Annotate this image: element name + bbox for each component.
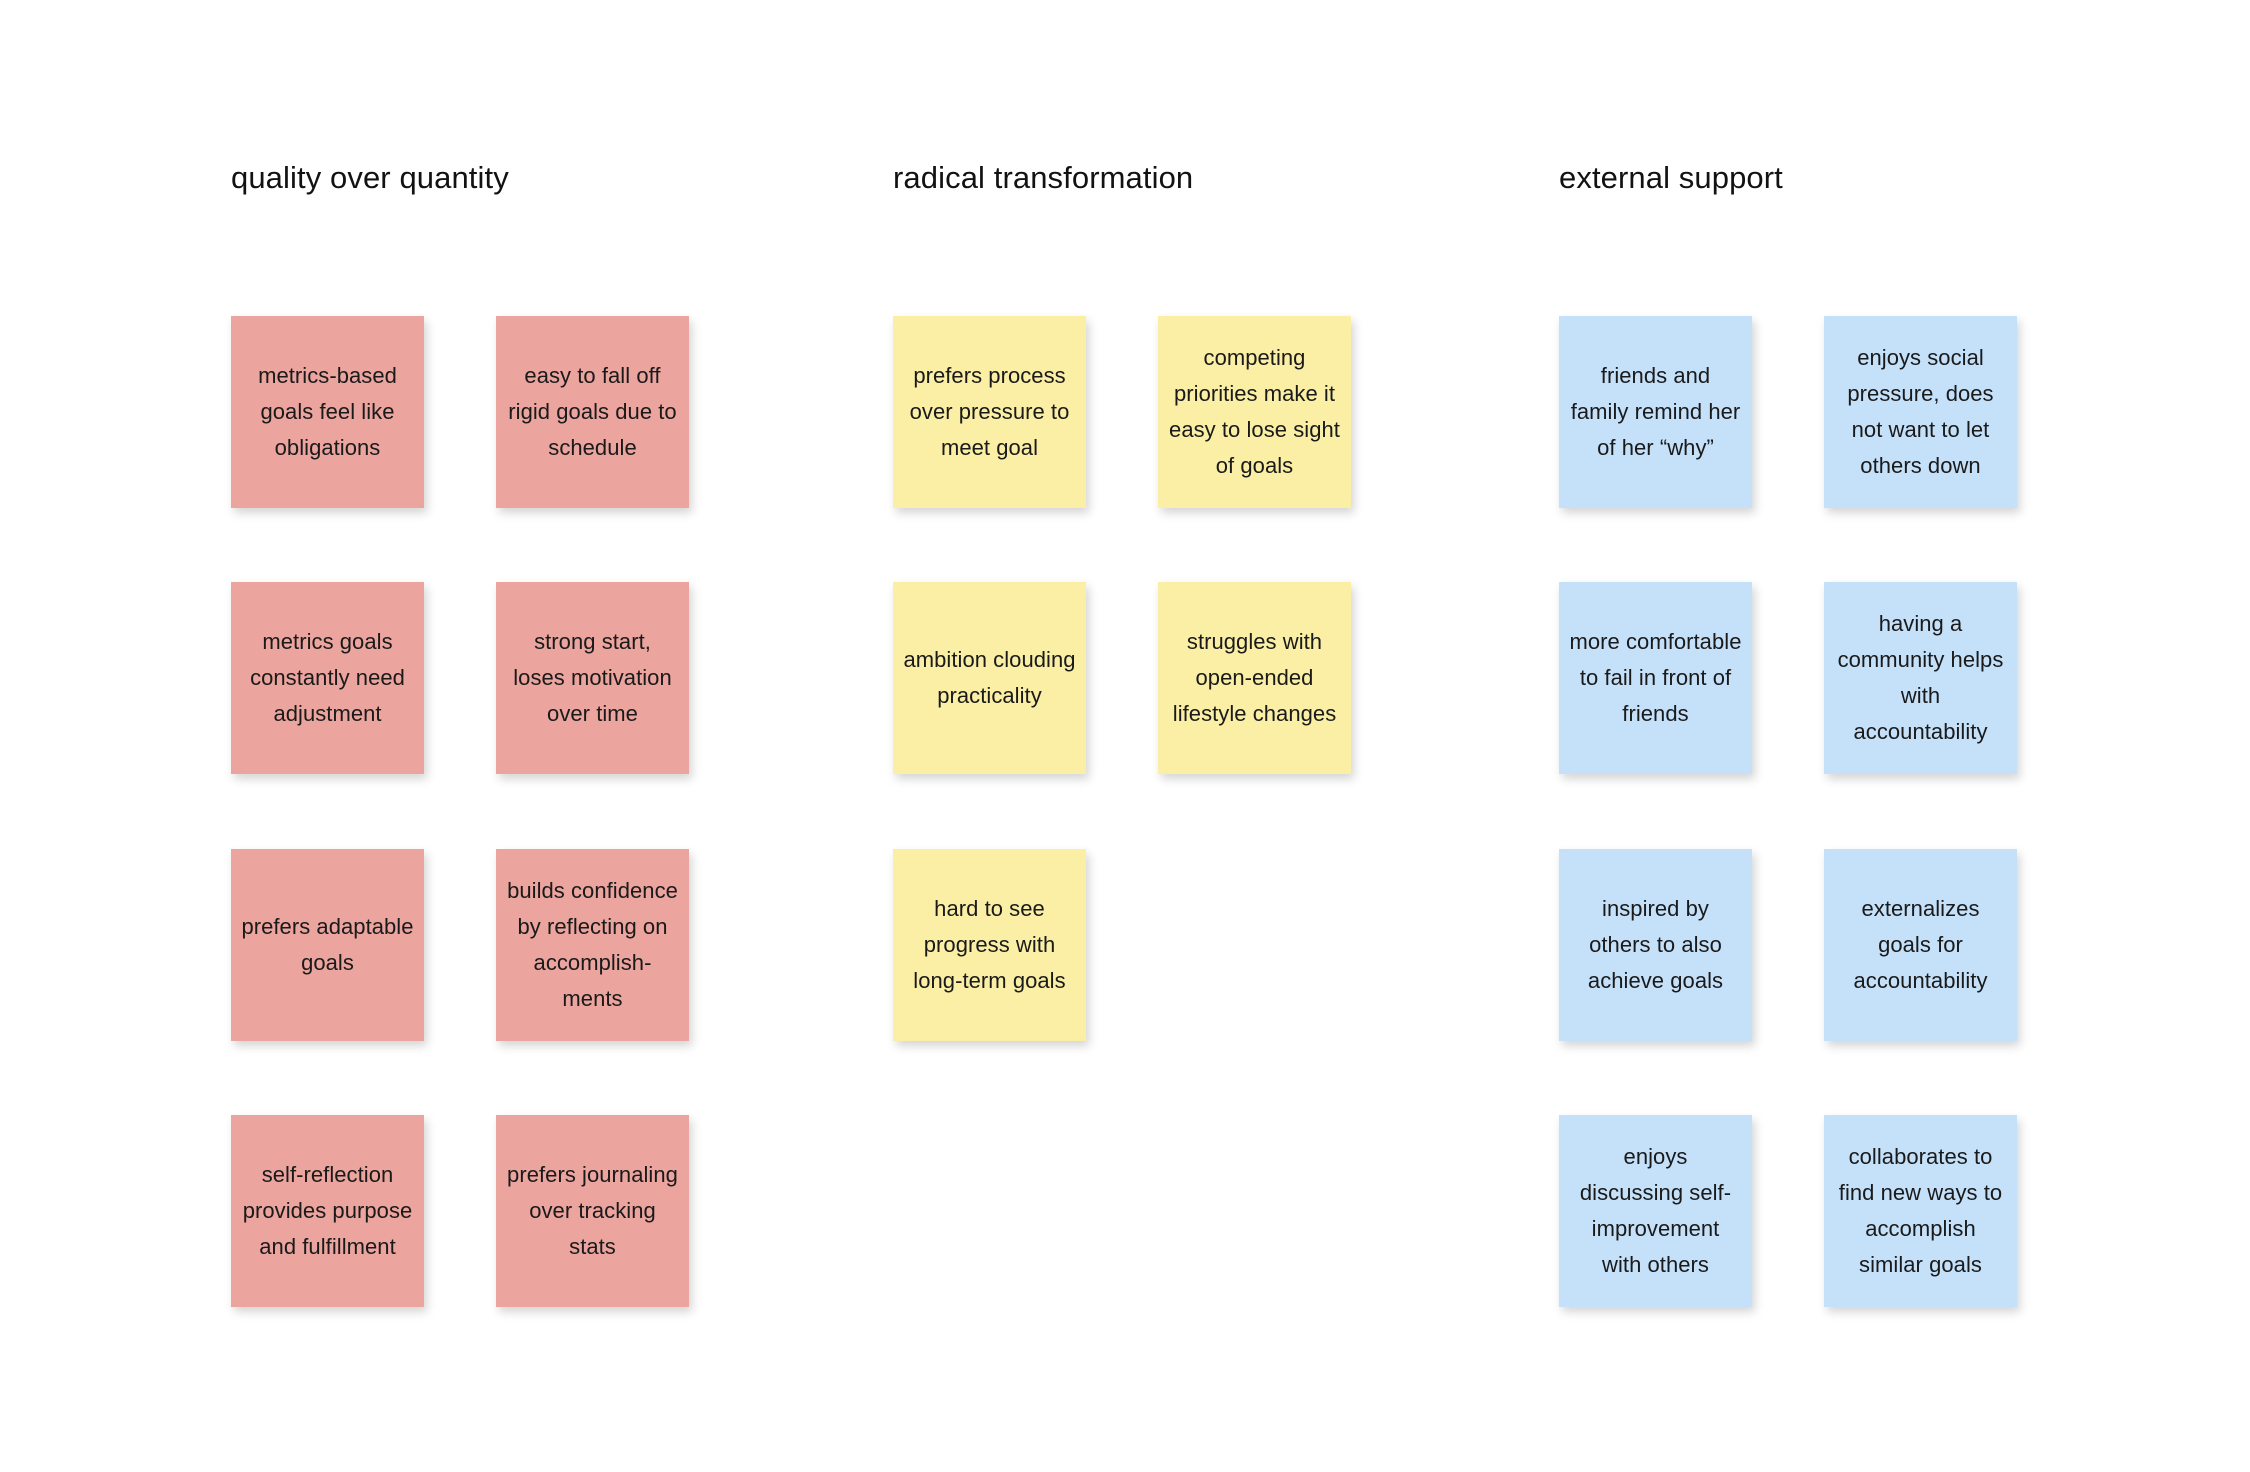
sticky-note-text: metrics goals constantly need adjustment (250, 629, 405, 726)
sticky-note-text: competing priorities make it easy to los… (1169, 345, 1340, 478)
sticky-note[interactable]: prefers journaling over tracking stats (496, 1115, 689, 1307)
sticky-note[interactable]: struggles with open-ended lifestyle chan… (1158, 582, 1351, 774)
sticky-note-text: prefers adaptable goals (241, 914, 414, 975)
sticky-note-text: strong start, loses motivation over time (513, 629, 672, 726)
sticky-note-text: metrics-based goals feel like obligation… (258, 363, 397, 460)
sticky-note[interactable]: externalizes goals for accountability (1824, 849, 2017, 1041)
column-title: quality over quantity (231, 160, 509, 195)
sticky-note-text: easy to fall off rigid goals due to sche… (508, 363, 677, 460)
sticky-note-text: inspired by others to also achieve goals (1587, 896, 1724, 993)
sticky-note[interactable]: inspired by others to also achieve goals (1559, 849, 1752, 1041)
sticky-note[interactable]: having a community helps with accountabi… (1824, 582, 2017, 774)
sticky-note[interactable]: collaborates to find new ways to accompl… (1824, 1115, 2017, 1307)
sticky-note-text: more comfortable to fail in front of fri… (1569, 629, 1742, 726)
sticky-note-text: builds confidence by reflecting on accom… (507, 878, 678, 1011)
sticky-note[interactable]: competing priorities make it easy to los… (1158, 316, 1351, 508)
sticky-note[interactable]: prefers adaptable goals (231, 849, 424, 1041)
sticky-note[interactable]: strong start, loses motivation over time (496, 582, 689, 774)
column-title: external support (1559, 160, 1783, 195)
sticky-note[interactable]: more comfortable to fail in front of fri… (1559, 582, 1752, 774)
sticky-note[interactable]: enjoys discussing self-improvement with … (1559, 1115, 1752, 1307)
sticky-note[interactable]: builds confidence by reflecting on accom… (496, 849, 689, 1041)
sticky-note-text: enjoys social pressure, does not want to… (1847, 345, 1994, 478)
sticky-note-text: friends and family remind her of her “wh… (1570, 363, 1741, 460)
sticky-note-text: having a community helps with accountabi… (1837, 611, 2004, 744)
sticky-note[interactable]: enjoys social pressure, does not want to… (1824, 316, 2017, 508)
sticky-note-text: hard to see progress with long-term goal… (913, 896, 1066, 993)
sticky-note-text: prefers journaling over tracking stats (507, 1162, 678, 1259)
sticky-note-text: collaborates to find new ways to accompl… (1838, 1144, 2003, 1277)
sticky-note[interactable]: ambition clouding practicality (893, 582, 1086, 774)
sticky-note-text: struggles with open-ended lifestyle chan… (1172, 629, 1337, 726)
sticky-note[interactable]: prefers process over pressure to meet go… (893, 316, 1086, 508)
sticky-note[interactable]: easy to fall off rigid goals due to sche… (496, 316, 689, 508)
sticky-note-text: prefers process over pressure to meet go… (909, 363, 1070, 460)
sticky-note-text: self-reflection provides purpose and ful… (242, 1162, 413, 1259)
sticky-note[interactable]: metrics goals constantly need adjustment (231, 582, 424, 774)
sticky-note-text: enjoys discussing self-improvement with … (1579, 1144, 1732, 1277)
sticky-note[interactable]: hard to see progress with long-term goal… (893, 849, 1086, 1041)
sticky-note-text: externalizes goals for accountability (1853, 896, 1988, 993)
sticky-note[interactable]: metrics-based goals feel like obligation… (231, 316, 424, 508)
column-title: radical transformation (893, 160, 1194, 195)
sticky-note[interactable]: self-reflection provides purpose and ful… (231, 1115, 424, 1307)
sticky-note-text: ambition clouding practicality (903, 647, 1076, 708)
sticky-note[interactable]: friends and family remind her of her “wh… (1559, 316, 1752, 508)
